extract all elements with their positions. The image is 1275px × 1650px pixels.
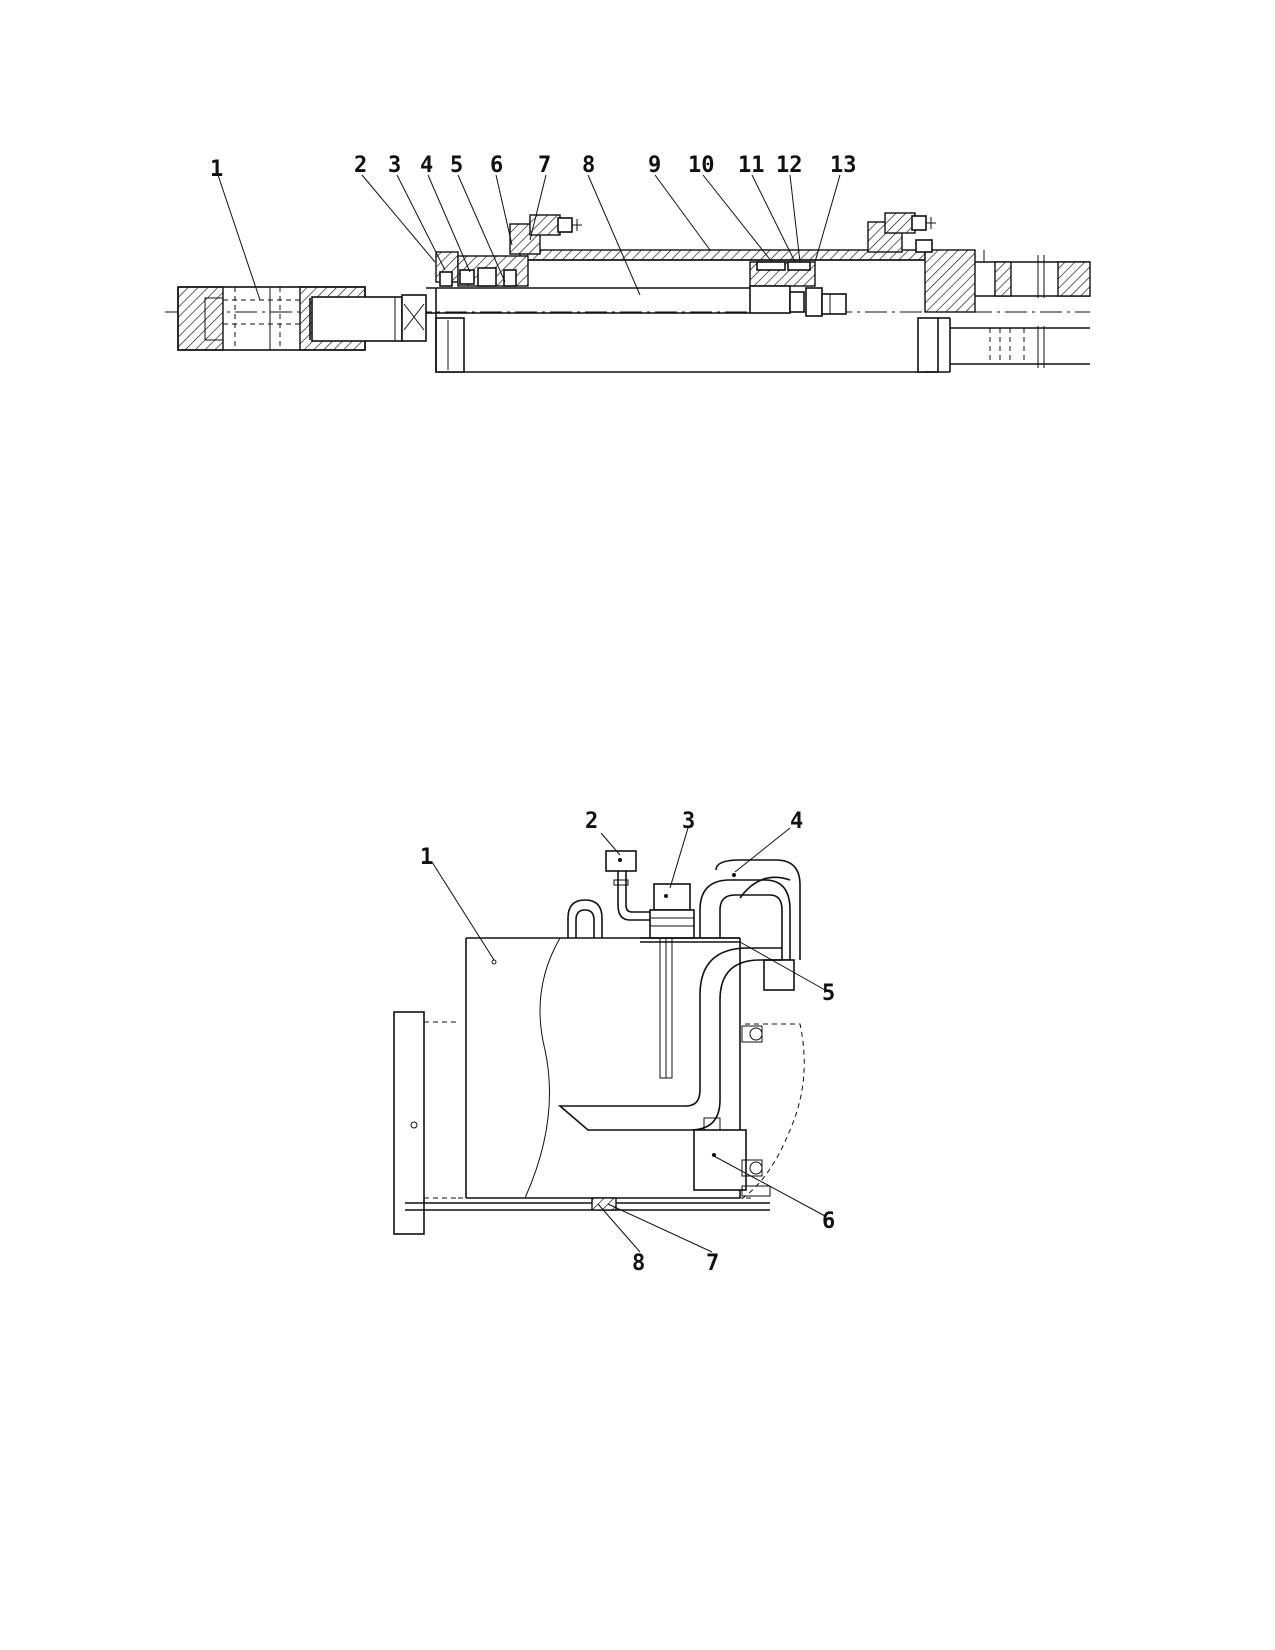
port-fitting-left <box>509 214 582 255</box>
callout-top-6: 6 <box>490 153 503 178</box>
side-mount-bolts <box>741 1025 771 1197</box>
callout-bottom-6: 6 <box>822 1209 835 1234</box>
piston-rod <box>426 287 750 314</box>
callout-top-1: 1 <box>210 157 223 182</box>
callout-top-5: 5 <box>450 153 463 178</box>
piston <box>749 261 847 317</box>
suction-pipe <box>557 947 782 1131</box>
rear-head <box>867 212 1091 373</box>
callout-top-2: 2 <box>354 153 367 178</box>
cylinder-assembly: 1 2 3 4 5 6 7 8 9 10 11 12 13 <box>165 153 1091 373</box>
callout-bottom-5: 5 <box>822 981 835 1006</box>
callout-top-11: 11 <box>738 153 765 178</box>
callout-top-9: 9 <box>648 153 661 178</box>
callout-bottom-2: 2 <box>585 809 598 834</box>
callout-bottom-1: 1 <box>420 845 433 870</box>
callout-bottom-7: 7 <box>706 1251 719 1276</box>
top-leader-lines <box>217 174 841 301</box>
valve-block <box>693 1117 747 1191</box>
callout-top-4: 4 <box>420 153 433 178</box>
callout-bottom-4: 4 <box>790 809 803 834</box>
drain-plug <box>591 1197 617 1211</box>
callout-top-13: 13 <box>830 153 857 178</box>
tank-assembly: 1 2 3 4 5 6 7 8 <box>393 809 835 1276</box>
return-pipe <box>699 859 801 991</box>
filter-assembly <box>640 883 740 1079</box>
cylinder-barrel <box>436 249 926 373</box>
callout-bottom-3: 3 <box>682 809 695 834</box>
bottom-callouts: 1 2 3 4 5 6 7 8 <box>420 809 835 1276</box>
callout-top-7: 7 <box>538 153 551 178</box>
callout-top-8: 8 <box>582 153 595 178</box>
top-callouts: 1 2 3 4 5 6 7 8 9 10 11 12 13 <box>210 153 857 182</box>
callout-top-12: 12 <box>776 153 803 178</box>
callout-top-3: 3 <box>388 153 401 178</box>
callout-top-10: 10 <box>688 153 715 178</box>
rod-end-eye <box>177 286 427 351</box>
gland-assembly <box>435 251 529 373</box>
bottom-leader-lines <box>431 827 826 1253</box>
breather-cap <box>605 850 650 921</box>
lifting-eye <box>567 899 603 938</box>
callout-bottom-8: 8 <box>632 1251 645 1276</box>
